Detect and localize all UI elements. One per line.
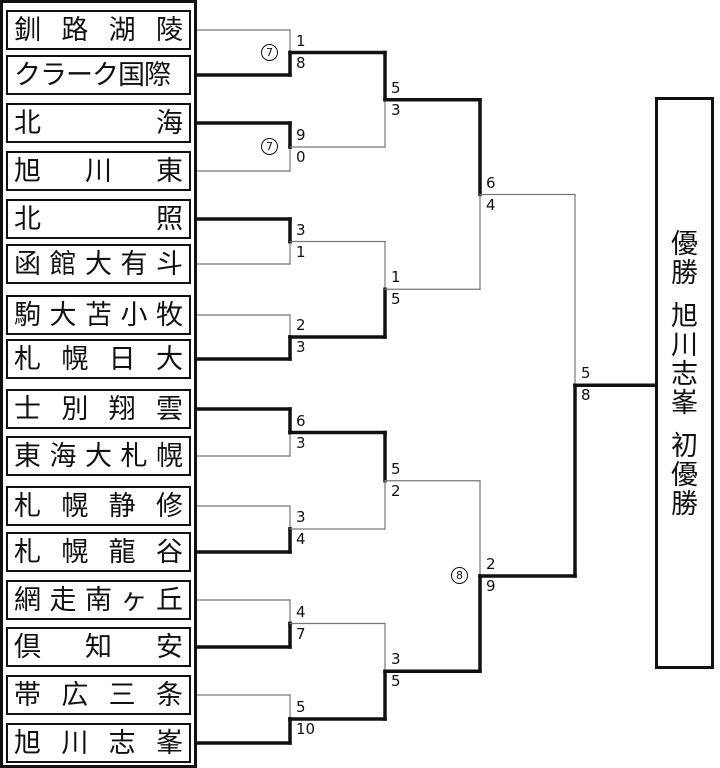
team-name: 士別翔雲 (6, 389, 191, 429)
score-label: 8 (581, 386, 591, 405)
innings-badge: 8 (451, 567, 468, 584)
score-label: 3 (296, 220, 306, 239)
score-label: 0 (296, 148, 306, 166)
score-label: 4 (296, 530, 306, 548)
score-label: 3 (391, 650, 401, 669)
innings-badge: 7 (261, 43, 278, 61)
score-label: 3 (296, 508, 306, 526)
score-label: 5 (391, 459, 401, 478)
team-name: 網走南ヶ丘 (6, 580, 191, 620)
score-label: 5 (581, 364, 591, 383)
champion-char: 志 (671, 359, 698, 390)
score-label: 1 (391, 268, 401, 287)
team-name: 函館大有斗 (6, 244, 191, 284)
score-label: 5 (391, 78, 401, 97)
score-label: 2 (296, 316, 306, 334)
team-list: 釧路湖陵クラーク国際北海旭川東北照函館大有斗駒大苫小牧札幌日大士別翔雲東海大札幌… (0, 0, 197, 768)
team-name: 札幌龍谷 (6, 532, 191, 572)
champion-box: 優 勝 旭 川 志 峯 初 優 勝 (655, 97, 714, 669)
team-name: 北海 (6, 103, 191, 143)
score-label: 3 (391, 100, 401, 119)
innings-badge: 7 (261, 138, 278, 155)
team-name: 倶知安 (6, 627, 191, 667)
team-name: 旭川東 (6, 151, 191, 191)
score-label: 1 (296, 242, 306, 261)
score-label: 2 (391, 481, 401, 500)
score-label: 6 (486, 173, 496, 192)
team-name: 北照 (6, 199, 191, 239)
team-name: 札幌静修 (6, 486, 191, 526)
team-name: 釧路湖陵 (6, 10, 191, 50)
champion-text: 優 勝 旭 川 志 峯 初 優 勝 (671, 230, 698, 666)
score-label: 2 (486, 555, 496, 573)
score-label: 4 (486, 195, 496, 214)
champion-char: 川 (671, 330, 698, 361)
score-label: 8 (296, 53, 306, 72)
score-label: 3 (296, 338, 306, 356)
team-name: 帯広三条 (6, 675, 191, 715)
score-label: 3 (296, 433, 306, 452)
score-label: 10 (296, 720, 316, 738)
score-label: 5 (296, 698, 306, 716)
champion-char: 優 (671, 460, 698, 491)
score-label: 1 (296, 31, 306, 50)
score-label: 5 (391, 290, 401, 309)
champion-char: 勝 (671, 258, 698, 289)
champion-char: 初 (671, 431, 698, 462)
score-label: 9 (486, 577, 496, 595)
champion-char: 旭 (671, 301, 698, 332)
champion-char: 勝 (671, 489, 698, 520)
score-label: 5 (391, 672, 401, 691)
champion-char: 峯 (671, 388, 698, 419)
team-name: 東海大札幌 (6, 436, 191, 476)
team-name: 駒大苫小牧 (6, 295, 191, 335)
score-label: 4 (296, 602, 306, 621)
team-name: クラーク国際 (6, 55, 191, 95)
score-label: 9 (296, 126, 306, 144)
champion-char: 優 (671, 229, 698, 260)
team-name: 札幌日大 (6, 339, 191, 379)
team-name: 旭川志峯 (6, 723, 191, 763)
score-label: 6 (296, 411, 306, 430)
score-label: 7 (296, 624, 306, 643)
